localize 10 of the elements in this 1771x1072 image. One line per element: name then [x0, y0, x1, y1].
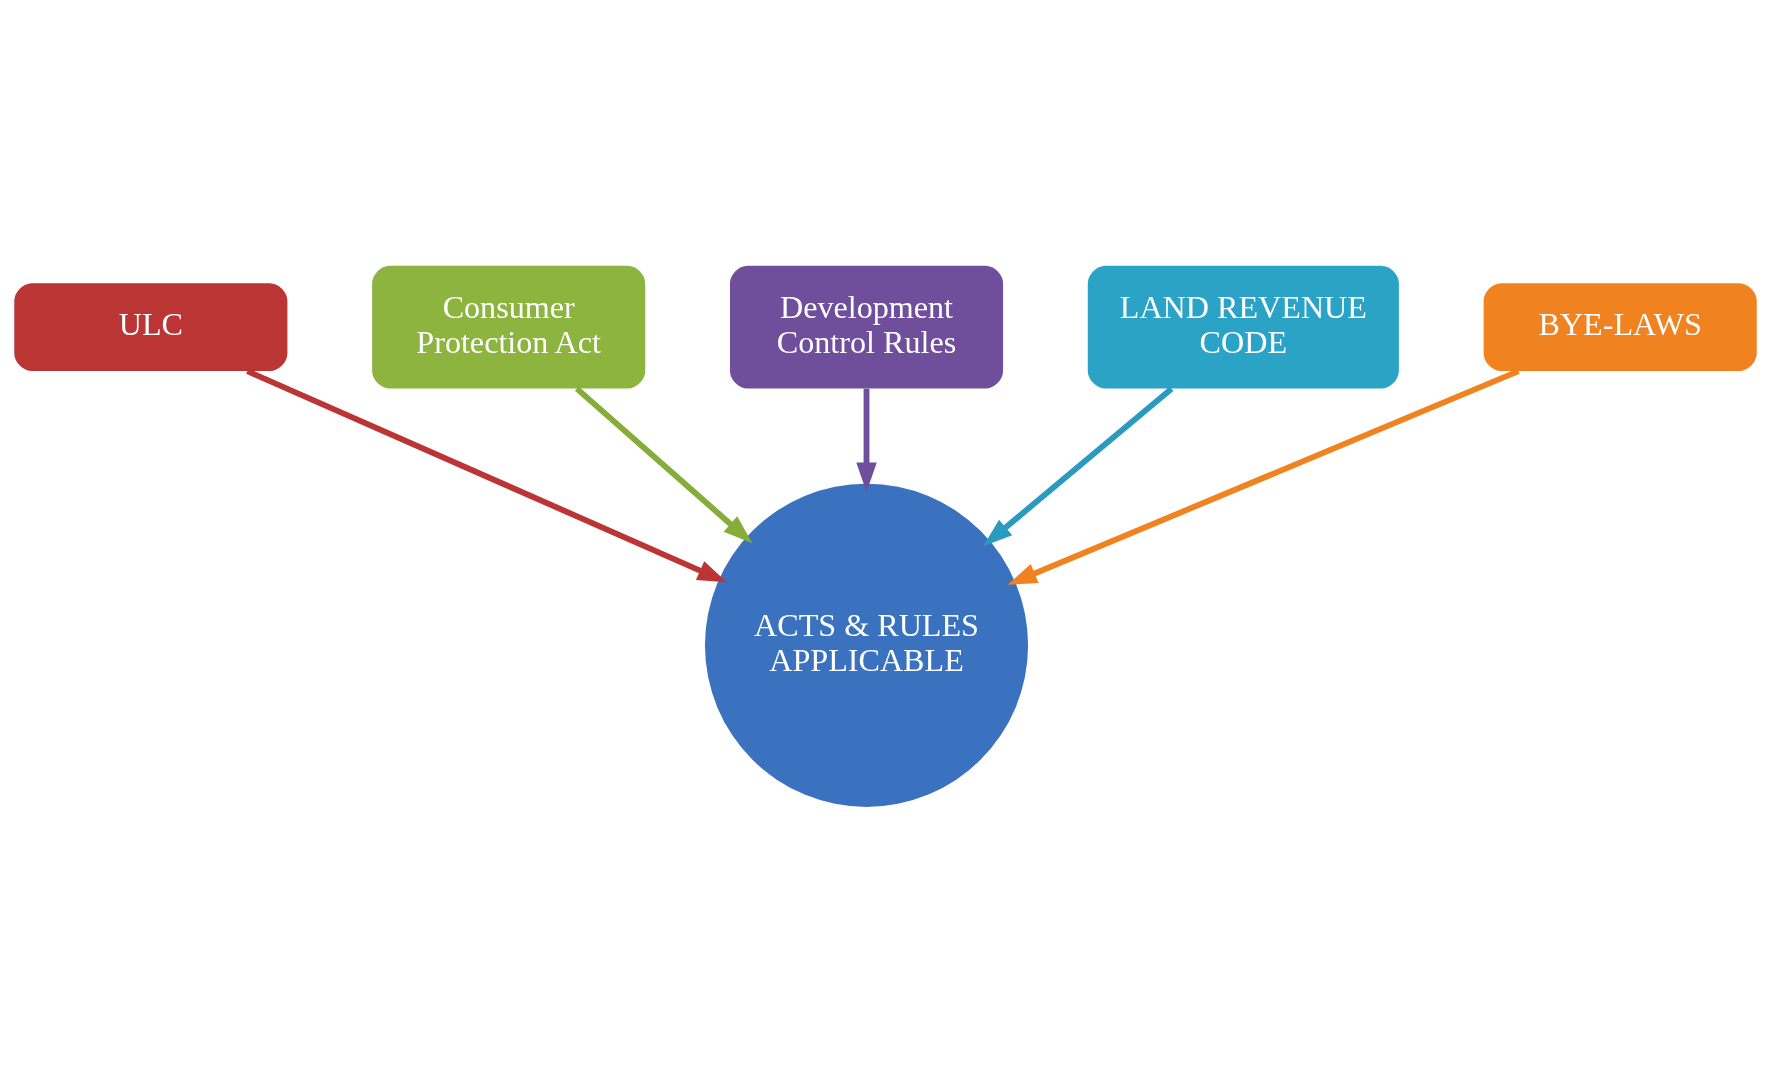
node-box: LAND REVENUE CODE: [1087, 265, 1399, 389]
node-box: Consumer Protection Act: [372, 265, 646, 389]
node-box: BYE-LAWS: [1483, 282, 1757, 371]
node-circle: ACTS & RULES APPLICABLE: [704, 483, 1029, 807]
arrow: [246, 368, 727, 582]
node-box: ULC: [14, 282, 288, 371]
node-box: Development Control Rules: [729, 265, 1004, 389]
arrow: [856, 388, 877, 492]
arrow: [574, 386, 753, 543]
arrow: [983, 385, 1174, 546]
